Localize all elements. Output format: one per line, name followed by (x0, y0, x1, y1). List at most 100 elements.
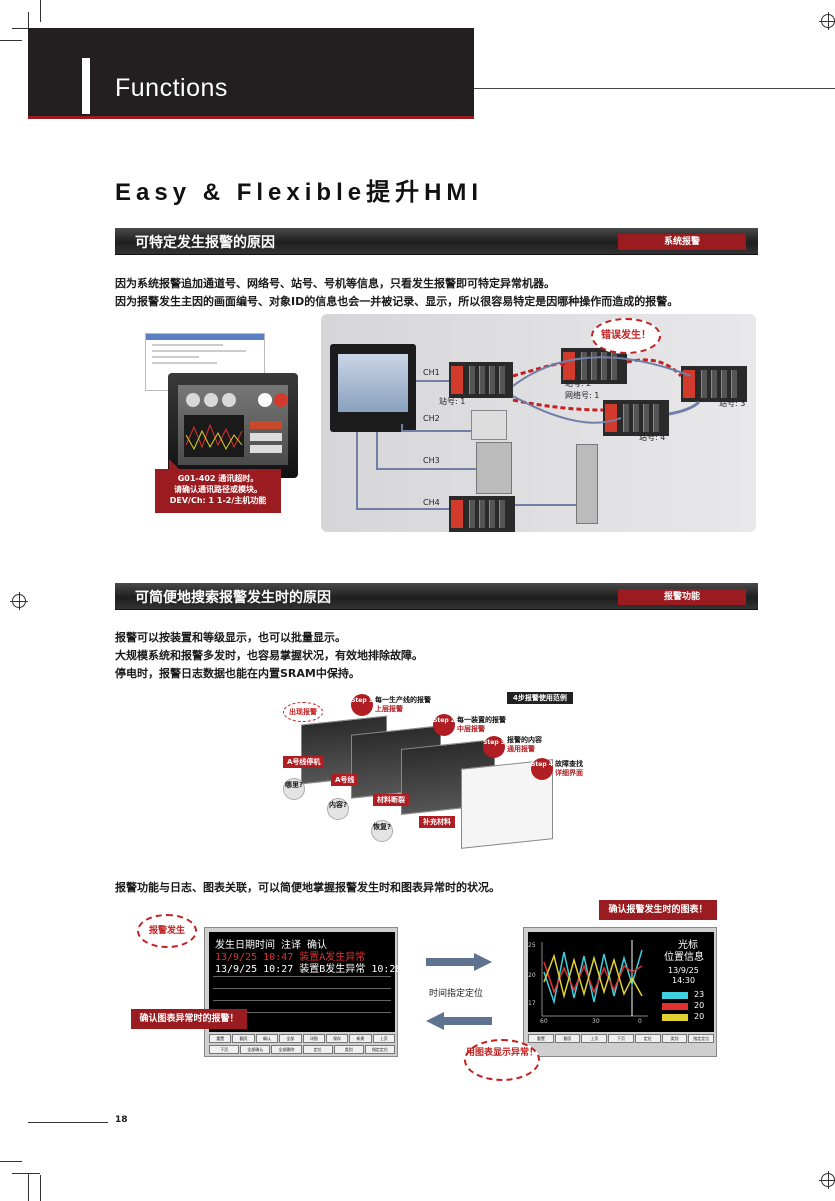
crop-mark (0, 40, 22, 41)
trend-chart (541, 940, 648, 1017)
header-rule (474, 88, 835, 89)
alarm-row: 13/9/25 10:47 装置A发生异常 (215, 952, 366, 963)
plc-station-1 (449, 362, 513, 398)
tag-material-break: 材料断裂 (373, 794, 409, 806)
section-tag: 系统报警 (618, 234, 746, 250)
section-tag: 报警功能 (618, 589, 746, 605)
crop-mark (12, 1173, 40, 1174)
step-3-badge: Step 3 (483, 736, 505, 758)
plc-station-3 (681, 366, 747, 402)
softkey[interactable]: 翻页 (554, 1034, 581, 1043)
tag-line: A号线 (331, 774, 359, 786)
arrow-left-icon (426, 1012, 492, 1030)
time-jump-label: 时间指定定位 (429, 989, 484, 999)
header-accent-line (28, 116, 474, 119)
io-unit (576, 444, 598, 524)
section-title: 可简便地搜索报警发生时的原因 (135, 590, 331, 606)
softkey[interactable]: 全部确认 (240, 1044, 271, 1054)
network-diagram: CH1 CH2 CH3 CH4 站号: 1 站号: 2 网络号: 1 站号: 3… (321, 314, 756, 532)
softkey[interactable]: 类别 (661, 1034, 688, 1043)
hmi-panel-image (330, 344, 416, 432)
graph-softkeys: 重置 翻页 上页 下页 定位 类别 指定定位 (528, 1034, 715, 1054)
page-number: 18 (115, 1115, 128, 1125)
header-title: Functions (115, 74, 228, 102)
softkey[interactable]: 重置 (209, 1034, 232, 1043)
step-1-badge: Step 1 (351, 694, 373, 716)
step-2-badge: Step 2 (433, 714, 455, 736)
station-label: 站号: 4 (639, 433, 666, 442)
four-step-alarm-figure: 4步报警使用范例 Step 1 每一生产线的报警上层报警 Step 2 每一装置… (281, 690, 601, 858)
softkey[interactable]: 定位 (634, 1034, 661, 1043)
section2-intro: 报警功能与日志、图表关联，可以简便地掌握报警发生时和图表异常时的状况。 (115, 881, 500, 894)
section-bar-alarm-function: 可简便地搜索报警发生时的原因 报警功能 (115, 583, 758, 610)
crop-mark (28, 1173, 29, 1201)
softkey[interactable]: 重置 (528, 1034, 554, 1043)
softkey[interactable]: 保存 (325, 1034, 349, 1043)
plc-station-4 (603, 400, 669, 436)
plc-ch2 (471, 410, 507, 440)
crop-mark (12, 28, 40, 29)
alarm-occur-burst: 报警发生 (137, 914, 197, 948)
trend-graph (184, 415, 244, 457)
softkey[interactable]: 指定定位 (688, 1034, 715, 1043)
header-band (28, 28, 474, 116)
alarm-softkeys: 重置 翻页 确认 全部 详细 保存 新建 上页 下页 全部确认 全部删除 定位 … (209, 1034, 396, 1054)
trend-graph-screen: 25 20 17 60 30 0 光标 位置信息 13/9/25 14:30 2… (523, 927, 717, 1057)
station-label: 站号: 1 (439, 397, 466, 406)
crop-mark (40, 1175, 41, 1201)
softkey[interactable]: 定位 (302, 1044, 333, 1054)
alarm-table-header: 发生日期时间 注译 确认 (215, 940, 328, 951)
section-title: 可特定发生报警的原因 (135, 235, 275, 251)
plc-station-2 (561, 348, 627, 384)
station-label: 站号: 3 (719, 399, 746, 408)
error-burst: 错误发生！ (591, 318, 661, 354)
question-recover: 恢复? (371, 820, 393, 842)
station-label: 网络号: 1 (565, 391, 600, 400)
channel-label: CH3 (423, 456, 440, 465)
error-message-box: G01-402 通讯超时。 请确认通讯路径或模块。 DEV/Ch: 1 1-2/… (155, 459, 281, 513)
section2-paragraph: 报警可以按装置和等级显示，也可以批量显示。 大规模系统和报警多发时，也容易掌握状… (115, 631, 423, 680)
registration-mark-icon (10, 592, 28, 610)
softkey[interactable]: 新建 (349, 1034, 372, 1043)
tag-refill-material: 补充材料 (419, 816, 455, 828)
section1-paragraph: 因为系统报警追加通道号、网络号、站号、号机等信息，只看发生报警即可特定异常机器。… (115, 277, 679, 308)
plc-ch3 (476, 442, 512, 494)
softkey[interactable]: 类别 (333, 1044, 364, 1054)
hmi-device-image (168, 373, 298, 478)
softkey[interactable]: 翻页 (232, 1034, 255, 1043)
crop-mark (28, 12, 29, 40)
example-tag: 4步报警使用范例 (507, 692, 573, 704)
crop-mark (0, 1161, 22, 1162)
channel-label: CH2 (423, 414, 440, 423)
softkey[interactable]: 全部 (279, 1034, 302, 1043)
softkey[interactable]: 下页 (608, 1034, 634, 1043)
alarm-row: 13/9/25 10:27 装置B发生异常 10:28 (215, 964, 402, 975)
callout-check-alarm: 确认图表异常时的报警！ (131, 1009, 247, 1029)
crop-mark (40, 0, 41, 22)
softkey[interactable]: 上页 (372, 1034, 395, 1043)
header-white-bar (82, 58, 90, 114)
hmi-error-figure: G01-402 通讯超时。 请确认通讯路径或模块。 DEV/Ch: 1 1-2/… (143, 333, 303, 518)
question-content: 内容? (327, 798, 349, 820)
page-rule (28, 1122, 108, 1123)
graph-abnormal-burst: 用图表显示异常！ (464, 1039, 540, 1081)
tag-line-stop: A号线停机 (283, 756, 325, 768)
registration-mark-icon (819, 12, 835, 30)
registration-mark-icon (819, 1171, 835, 1189)
softkey[interactable]: 上页 (581, 1034, 608, 1043)
softkey[interactable]: 详细 (302, 1034, 325, 1043)
occur-alarm-burst: 出现报警 (283, 702, 323, 722)
station-label: 站号: 2 (565, 379, 592, 388)
softkey[interactable]: 下页 (209, 1044, 240, 1054)
plc-ch4 (449, 496, 515, 532)
softkey[interactable]: 指定定位 (364, 1044, 396, 1054)
channel-label: CH4 (423, 498, 440, 507)
callout-check-graph: 确认报警发生时的图表！ (599, 900, 717, 920)
step-4-badge: Step 4 (531, 758, 553, 780)
arrow-right-icon (426, 953, 492, 971)
softkey[interactable]: 确认 (255, 1034, 279, 1043)
question-where: 哪里? (283, 778, 305, 800)
alarm-list-screen: 发生日期时间 注译 确认 13/9/25 10:47 装置A发生异常 13/9/… (204, 927, 402, 1057)
softkey[interactable]: 全部删除 (271, 1044, 302, 1054)
page-title: Easy & Flexible提升HMI (115, 179, 484, 206)
